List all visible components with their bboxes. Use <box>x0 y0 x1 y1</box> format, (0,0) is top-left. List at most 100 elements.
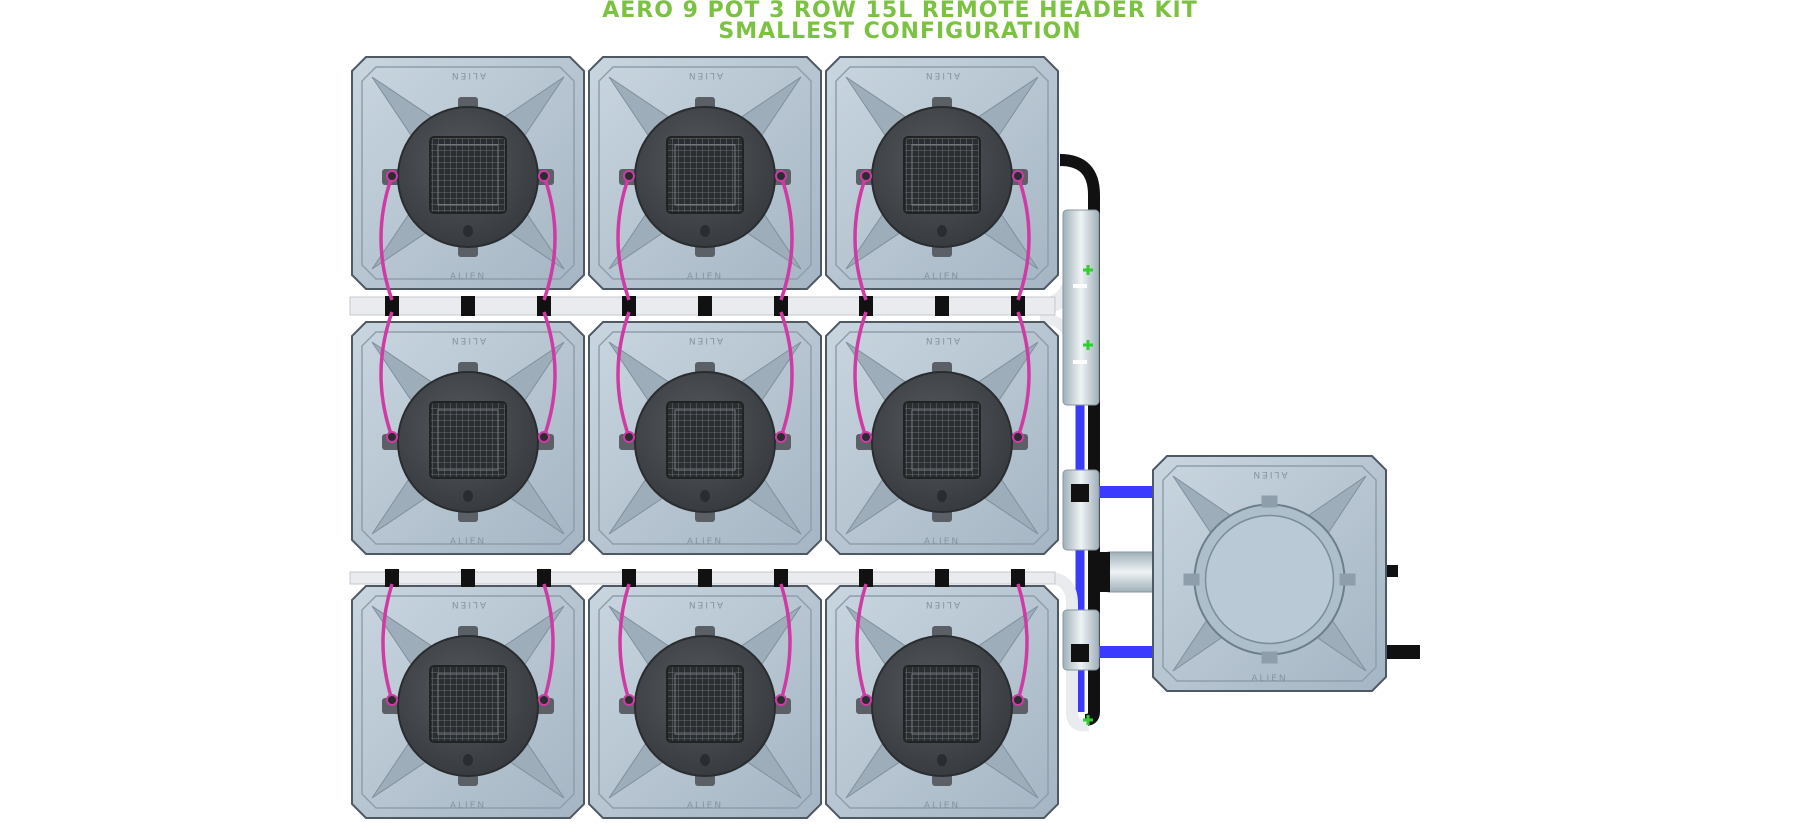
feed-hose <box>853 175 868 301</box>
pot-mark-bottom: ALIEN <box>924 272 960 282</box>
feed-hose <box>1016 175 1031 301</box>
net-pot-inner <box>437 673 499 735</box>
pot-bevel <box>598 595 812 809</box>
pot-mark-top: ALIEN <box>687 70 723 80</box>
pot-bevel <box>361 595 575 809</box>
tank-lid-tab <box>1339 573 1356 586</box>
pot-r1-c3: ALIEN ALIEN <box>825 56 1059 290</box>
hose-port <box>623 431 635 443</box>
hose-port <box>860 431 872 443</box>
tank-side-fitting-lower <box>1386 645 1420 659</box>
pot-mark-top: ALIEN <box>450 335 486 345</box>
pot-mark-top: ALIEN <box>924 335 960 345</box>
net-pot-inner <box>674 144 736 206</box>
tank-lid-tab <box>1261 495 1278 508</box>
manifold-connector <box>935 296 949 316</box>
header-tank-body: ALIEN ALIEN <box>1152 455 1387 692</box>
manifold-connector <box>537 570 551 586</box>
net-pot-inner <box>437 409 499 471</box>
net-pot-mesh <box>666 401 744 479</box>
fittings <box>1062 209 1154 725</box>
feed-hose <box>542 175 557 301</box>
feed-hose <box>853 311 868 438</box>
net-pot-mesh <box>903 136 981 214</box>
green-fitting-1 <box>1083 265 1093 275</box>
pots-grid: ALIEN ALIEN ALIEN ALIEN ALIEN ALIEN ALIEN ALIEN… <box>349 56 1059 819</box>
feed-hose <box>779 311 794 438</box>
manifold-connector <box>461 296 475 316</box>
diagram-title: AERO 9 POT 3 ROW 15L REMOTE HEADER KIT S… <box>0 0 1800 43</box>
pot-mark-bottom: ALIEN <box>924 537 960 547</box>
pot-mark-top: ALIEN <box>450 70 486 80</box>
manifold-connector <box>622 570 636 586</box>
lid-drain-hole <box>700 490 710 502</box>
valve-handle-lower <box>1071 644 1089 662</box>
hose-port <box>538 694 550 706</box>
tank-lid-tab <box>1261 651 1278 664</box>
lid-drain-hole <box>700 754 710 766</box>
hose-port <box>386 431 398 443</box>
manifold-connector <box>774 570 788 586</box>
feed-hose <box>779 175 794 301</box>
pot-r2-c3: ALIEN ALIEN <box>825 321 1059 555</box>
clip-2 <box>1073 360 1087 364</box>
clip-1 <box>1073 284 1087 288</box>
pot-mark-top: ALIEN <box>687 335 723 345</box>
manifold-connector <box>385 296 399 316</box>
pot-bevel <box>835 595 1049 809</box>
manifold-connector <box>698 570 712 586</box>
hose-ports <box>386 170 1024 706</box>
pot-mark-top: ALIEN <box>450 599 486 609</box>
pot-mark-bottom: ALIEN <box>450 537 486 547</box>
hose-port <box>860 694 872 706</box>
feed-hose <box>1016 311 1031 438</box>
hose-port <box>1012 431 1024 443</box>
net-pot-inner <box>674 409 736 471</box>
magenta-hoses <box>379 175 1031 701</box>
pot-mark-bottom: ALIEN <box>687 801 723 811</box>
upper-valve-body <box>1062 209 1100 406</box>
pot-mark-bottom: ALIEN <box>450 801 486 811</box>
hose-port <box>386 694 398 706</box>
manifold-connector <box>385 570 399 586</box>
pot-mark-top: ALIEN <box>924 599 960 609</box>
feed-hose <box>542 583 555 701</box>
feed-hose <box>616 175 631 301</box>
manifold-connector <box>1011 570 1025 586</box>
net-pot-inner <box>911 673 973 735</box>
tank-outlet-cap <box>1100 552 1110 592</box>
feed-hose <box>379 311 394 438</box>
lid-drain-hole <box>463 754 473 766</box>
hose-port <box>1012 170 1024 182</box>
pot-mark-top: ALIEN <box>1251 469 1287 479</box>
feed-hose <box>381 583 394 701</box>
lower-valve-body <box>1062 469 1100 551</box>
pot-mark-top: ALIEN <box>924 70 960 80</box>
net-pot-mesh <box>903 665 981 743</box>
manifold-connector <box>774 296 788 316</box>
tank-side-fitting-upper <box>1386 565 1398 577</box>
tank-lid-tab <box>1183 573 1200 586</box>
tank-outlet-fitting <box>1107 551 1154 593</box>
green-fitting-2 <box>1083 340 1093 350</box>
lid-drain-hole <box>937 225 947 237</box>
lid-drain-hole <box>463 490 473 502</box>
manifold-connector <box>461 570 475 586</box>
pot-mark-bottom: ALIEN <box>1251 674 1287 684</box>
net-pot-inner <box>911 409 973 471</box>
net-pot-mesh <box>903 401 981 479</box>
manifold-connector <box>698 296 712 316</box>
manifold-connector <box>935 570 949 586</box>
feed-hose <box>779 583 792 701</box>
manifold-connector <box>622 296 636 316</box>
manifold-overlay <box>349 296 1056 586</box>
net-pot-mesh <box>666 136 744 214</box>
hose-port <box>1012 694 1024 706</box>
hose-port <box>538 431 550 443</box>
feed-hose <box>1016 583 1029 701</box>
hose-port <box>538 170 550 182</box>
pot-bevel <box>835 66 1049 280</box>
